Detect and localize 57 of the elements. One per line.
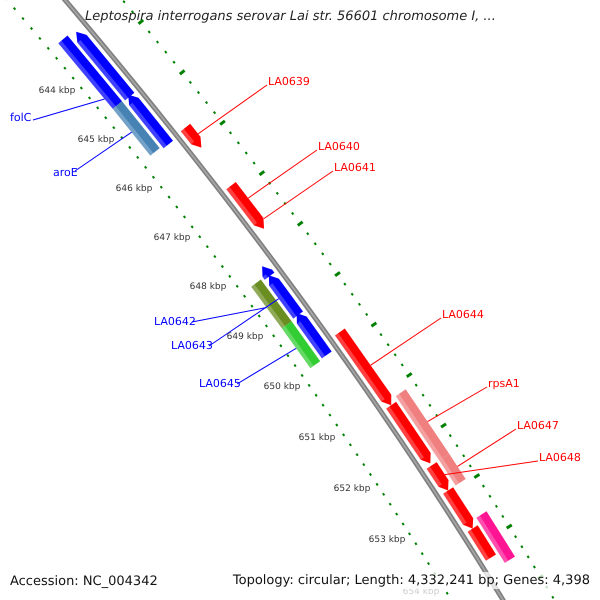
leader-line: [192, 307, 268, 322]
info-text: Topology: circular; Length: 4,332,241 bp; Genes: 4,398: [232, 572, 590, 589]
accession-text: Accession: NC_004342: [10, 574, 158, 589]
gene-block: [262, 266, 274, 280]
gene-label: LA0642: [154, 315, 196, 329]
tick-label: 649 kbp: [226, 332, 264, 342]
tick-label: 646 kbp: [116, 184, 152, 194]
gene-label: LA0641: [334, 161, 376, 175]
gene-block: [180, 124, 202, 148]
tick-label: 647 kbp: [154, 233, 190, 243]
leader-line: [208, 298, 280, 346]
gene-block: [296, 313, 332, 358]
gene-block: [58, 36, 122, 109]
gene-label: LA0644: [442, 308, 484, 322]
gene-block: [426, 462, 448, 490]
tick-label: 645 kbp: [78, 135, 114, 145]
leader-line: [32, 98, 106, 120]
leader-line: [248, 150, 318, 199]
gene-block: [251, 280, 292, 328]
gene-block: [443, 487, 474, 529]
gene-block: [476, 511, 515, 563]
tick-label: 650 kbp: [264, 382, 300, 392]
leader-line: [427, 386, 488, 422]
gene-label: aroE: [53, 166, 78, 180]
leader-line: [263, 170, 334, 220]
leader-line: [444, 460, 538, 476]
gene-block: [112, 101, 160, 156]
gene-label: folC: [10, 111, 32, 125]
leader-line: [236, 348, 297, 384]
gene-block: [282, 321, 320, 368]
gene-block: [226, 182, 260, 222]
gene-label: LA0640: [318, 140, 360, 154]
gene-label: rpsA1: [488, 377, 520, 391]
leader-line: [198, 84, 268, 134]
leader-line: [370, 318, 442, 366]
tick-label: 651 kbp: [298, 433, 336, 443]
tick-label: 648 kbp: [190, 282, 226, 292]
gene-block: [268, 275, 303, 319]
gene-block: [439, 454, 466, 486]
tick-label: 653 kbp: [368, 535, 406, 545]
gene-block: [386, 402, 431, 464]
leader-line: [457, 428, 516, 467]
gene-block: [335, 328, 392, 406]
gene-label: LA0639: [268, 75, 310, 89]
tick-label: 652 kbp: [334, 484, 370, 494]
gene-block: [249, 212, 264, 229]
gene-label: LA0645: [199, 377, 241, 391]
gene-block: [396, 389, 450, 460]
tick-label: 644 kbp: [38, 86, 76, 96]
gene-label: LA0648: [539, 451, 581, 465]
gene-block: [76, 32, 134, 100]
gene-label: LA0643: [171, 339, 213, 353]
map-title: Leptospira interrogans serovar Lai str. 56601 chromosome I, ...: [85, 9, 496, 24]
gene-block: [468, 525, 496, 561]
gene-block: [128, 94, 173, 148]
leader-line: [74, 132, 132, 172]
gene-label: LA0647: [517, 419, 559, 433]
